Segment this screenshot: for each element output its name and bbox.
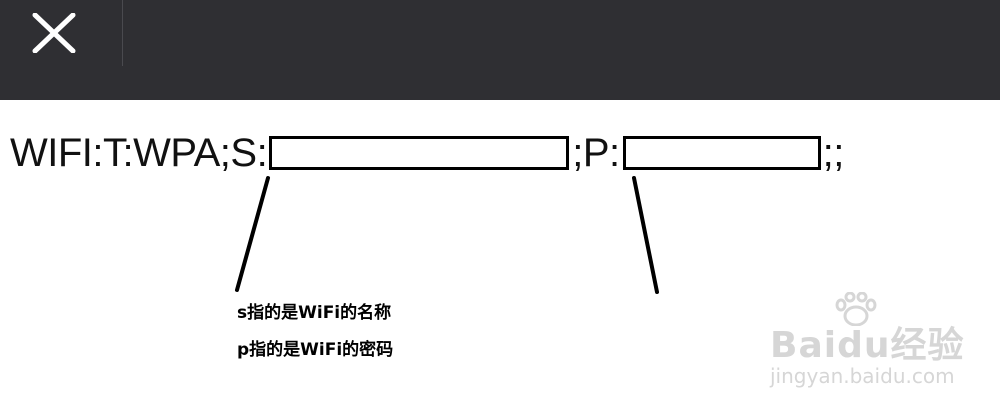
- watermark-brand: Baidu经验: [770, 325, 965, 366]
- close-icon: [32, 13, 76, 53]
- wifi-qr-string: WIFI:T:WPA;S: ;P: ;;: [10, 128, 844, 178]
- password-pointer-line: [632, 176, 659, 294]
- redacted-ssid-box: [269, 136, 570, 170]
- paw-logo-icon: [835, 292, 877, 326]
- watermark-url: jingyan.baidu.com: [770, 364, 955, 388]
- redacted-password-box: [622, 136, 821, 170]
- close-button[interactable]: [0, 0, 122, 66]
- toolbar-divider: [122, 0, 123, 66]
- wifi-suffix-text: ;;: [822, 130, 845, 175]
- wifi-password-separator: ;P:: [572, 130, 620, 175]
- wifi-prefix-text: WIFI:T:WPA;S:: [10, 130, 268, 175]
- baidu-watermark: Baidu经验 jingyan.baidu.com: [762, 292, 992, 396]
- top-toolbar: [0, 0, 1000, 100]
- ssid-pointer-line: [235, 176, 270, 292]
- password-annotation: p指的是WiFi的密码: [237, 340, 394, 360]
- ssid-annotation: s指的是WiFi的名称: [237, 303, 392, 323]
